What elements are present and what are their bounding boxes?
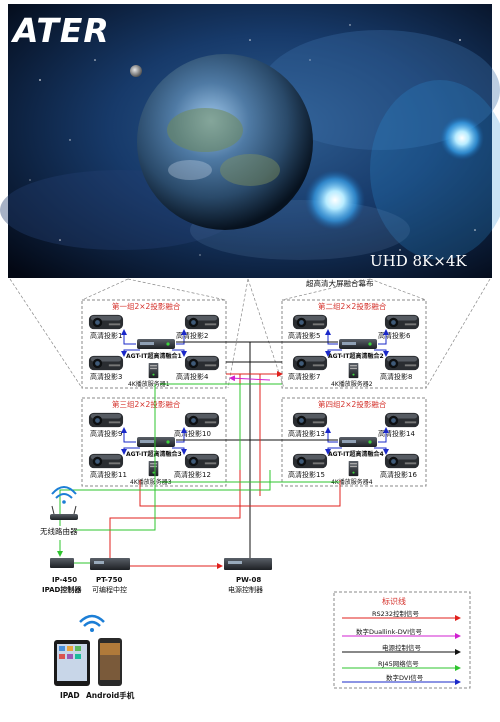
legend-title: 标识线: [382, 596, 406, 606]
fusion-label: AGT-IT超高清融合1: [126, 352, 182, 360]
wiring: [57, 329, 389, 569]
projector-label: 高清投影2: [176, 331, 208, 340]
pt750-desc: 可编程中控: [92, 585, 127, 594]
pt750-model: PT-750: [96, 576, 123, 584]
android-label: Android手机: [86, 690, 135, 700]
wifi-router: 无线路由器: [40, 486, 78, 536]
projector-icon: [184, 412, 220, 428]
projector-label: 高清投影15: [288, 470, 325, 479]
moon: [130, 65, 142, 77]
projector-icon: [184, 355, 220, 371]
projector-icon: [292, 453, 328, 469]
ipad-label: IPAD: [60, 691, 80, 700]
fusion-label: AGT-IT超高清融合4: [328, 450, 384, 458]
projector-icon: [292, 314, 328, 330]
projector-icon: [292, 355, 328, 371]
server-label: 4K播放服务器2: [331, 380, 373, 388]
projector-label: 高清投影14: [378, 429, 415, 438]
projection-lines: [9, 278, 491, 389]
pw08-controller: PW-08 电源控制器: [224, 558, 272, 594]
ip450-model: IP-450: [52, 576, 77, 584]
projector-icon: [384, 412, 420, 428]
legend-label: RS232控制信号: [372, 609, 420, 618]
projector-icon: [88, 453, 124, 469]
projector-icon: [292, 412, 328, 428]
projector-icon: [384, 355, 420, 371]
fusion-processor-icon: [137, 437, 175, 447]
fusion-processor-icon: [339, 437, 377, 447]
projector-icon: [88, 314, 124, 330]
projector-label: 高清投影5: [288, 331, 320, 340]
server-icon: [148, 460, 159, 477]
group-title: 第一组2×2投影融合: [112, 301, 181, 311]
router-label: 无线路由器: [40, 526, 78, 536]
screen-image: ATER UHD 8K×4K: [0, 4, 500, 278]
group-2: 第二组2×2投影融合 高清投影5 高清投影6 高清投影7 高清投影8 AGT-I…: [281, 299, 427, 389]
server-icon: [348, 460, 359, 477]
legend-label: 数字DVI信号: [386, 673, 424, 682]
projector-icon: [384, 453, 420, 469]
projector-icon: [384, 314, 420, 330]
projector-label: 高清投影16: [380, 470, 417, 479]
fusion-processor-icon: [339, 339, 377, 349]
fusion-label: AGT-IT超高清融合3: [126, 450, 182, 458]
group-title: 第四组2×2投影融合: [318, 399, 387, 409]
pw08-model: PW-08: [236, 576, 261, 584]
fusion-processor-icon: [137, 339, 175, 349]
legend-label: 电源控制信号: [382, 643, 422, 652]
group-1: 第一组2×2投影融合 高清投影1 高清投影2 高清投影3 高清投影4 AGT-I…: [81, 299, 227, 389]
group-4: 第四组2×2投影融合 高清投影13 高清投影14 高清投影15 高清投影16 A…: [281, 397, 427, 487]
group-title: 第三组2×2投影融合: [112, 399, 181, 409]
pw08-desc: 电源控制器: [228, 585, 263, 594]
server-icon: [348, 362, 359, 379]
server-icon: [148, 362, 159, 379]
server-label: 4K播放服务器3: [130, 478, 172, 486]
wall-label: 超高清大屏融合幕布: [306, 278, 374, 288]
screen-caption: UHD 8K×4K: [370, 252, 467, 270]
projector-icon: [88, 412, 124, 428]
legend-label: RJ45网络信号: [378, 659, 419, 668]
projector-label: 高清投影6: [378, 331, 411, 340]
legend: 标识线 RS232控制信号 数字Duallink-DVI信号 电源控制信号 RJ…: [333, 591, 471, 689]
projector-label: 高清投影11: [90, 470, 127, 479]
projector-label: 高清投影8: [380, 372, 412, 381]
projector-label: 高清投影13: [288, 429, 325, 438]
ip450-desc: IPAD控制器: [42, 585, 82, 594]
projector-label: 高清投影1: [90, 331, 122, 340]
projector-icon: [184, 314, 220, 330]
pt750-controller: PT-750 可编程中控: [90, 558, 130, 594]
projector-label: 高清投影4: [176, 372, 209, 381]
group-title: 第二组2×2投影融合: [318, 301, 387, 311]
logo: ATER: [10, 11, 110, 50]
projector-label: 高清投影7: [288, 372, 320, 381]
projector-label: 高清投影9: [90, 429, 122, 438]
projector-label: 高清投影10: [174, 429, 211, 438]
ip450-controller: IP-450 IPAD控制器: [42, 558, 82, 594]
server-label: 4K播放服务器4: [331, 478, 373, 486]
projector-label: 高清投影12: [174, 470, 211, 479]
projector-icon: [184, 453, 220, 469]
fusion-label: AGT-IT超高清融合2: [328, 352, 384, 360]
wifi-icon: [79, 614, 105, 623]
mobile-devices: IPAD Android手机: [54, 614, 135, 700]
group-3: 第三组2×2投影融合 高清投影9 高清投影10 高清投影11 高清投影12 AG…: [81, 397, 227, 487]
legend-label: 数字Duallink-DVI信号: [356, 627, 423, 636]
server-label: 4K播放服务器1: [128, 380, 170, 388]
projector-icon: [88, 355, 124, 371]
projector-label: 高清投影3: [90, 372, 122, 381]
